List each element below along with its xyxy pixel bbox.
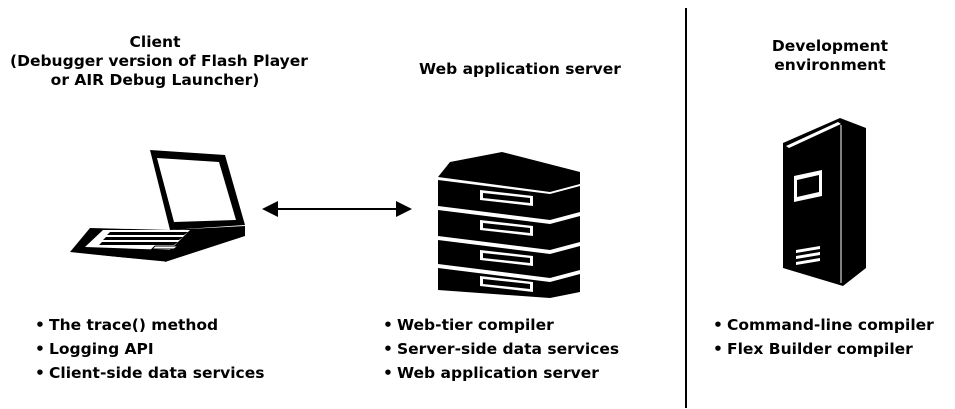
dev-feature-list: •Command-line compiler •Flex Builder com… <box>713 313 934 361</box>
list-item: •Flex Builder compiler <box>713 337 934 361</box>
tower-computer-icon <box>783 118 866 286</box>
server-feature-list: •Web-tier compiler •Server-side data ser… <box>383 313 619 385</box>
bullet-icon: • <box>383 340 393 358</box>
bullet-icon: • <box>35 340 45 358</box>
dev-title-line-2: environment <box>774 56 886 74</box>
client-title: Client (Debugger version of Flash Player… <box>10 33 308 90</box>
list-item-label: Web application server <box>397 364 599 382</box>
list-item: •Logging API <box>35 337 264 361</box>
list-item-label: Flex Builder compiler <box>727 340 913 358</box>
list-item-label: Command-line compiler <box>727 316 934 334</box>
client-title-line-2: (Debugger version of Flash Player <box>10 52 308 70</box>
bullet-icon: • <box>383 364 393 382</box>
bullet-icon: • <box>35 364 45 382</box>
list-item: •Client-side data services <box>35 361 264 385</box>
bullet-icon: • <box>713 316 723 334</box>
laptop-icon <box>70 150 245 263</box>
server-title: Web application server <box>380 60 660 79</box>
client-title-line-3: or AIR Debug Launcher) <box>50 71 260 89</box>
server-title-line-1: Web application server <box>419 60 621 78</box>
list-item: •Web-tier compiler <box>383 313 619 337</box>
double-arrow-icon <box>262 201 412 217</box>
list-item: •Command-line compiler <box>713 313 934 337</box>
dev-title-line-1: Development <box>771 37 889 55</box>
section-divider <box>685 8 687 408</box>
bullet-icon: • <box>713 340 723 358</box>
list-item-label: Web-tier compiler <box>397 316 554 334</box>
client-title-line-1: Client <box>129 33 181 51</box>
server-stack-icon <box>438 152 580 298</box>
bullet-icon: • <box>383 316 393 334</box>
client-feature-list: •The trace() method •Logging API •Client… <box>35 313 264 385</box>
list-item: •The trace() method <box>35 313 264 337</box>
list-item-label: Client-side data services <box>49 364 265 382</box>
list-item: •Web application server <box>383 361 619 385</box>
list-item-label: The trace() method <box>49 316 219 334</box>
list-item-label: Server-side data services <box>397 340 620 358</box>
list-item: •Server-side data services <box>383 337 619 361</box>
bullet-icon: • <box>35 316 45 334</box>
list-item-label: Logging API <box>49 340 154 358</box>
dev-title: Development environment <box>720 37 940 75</box>
